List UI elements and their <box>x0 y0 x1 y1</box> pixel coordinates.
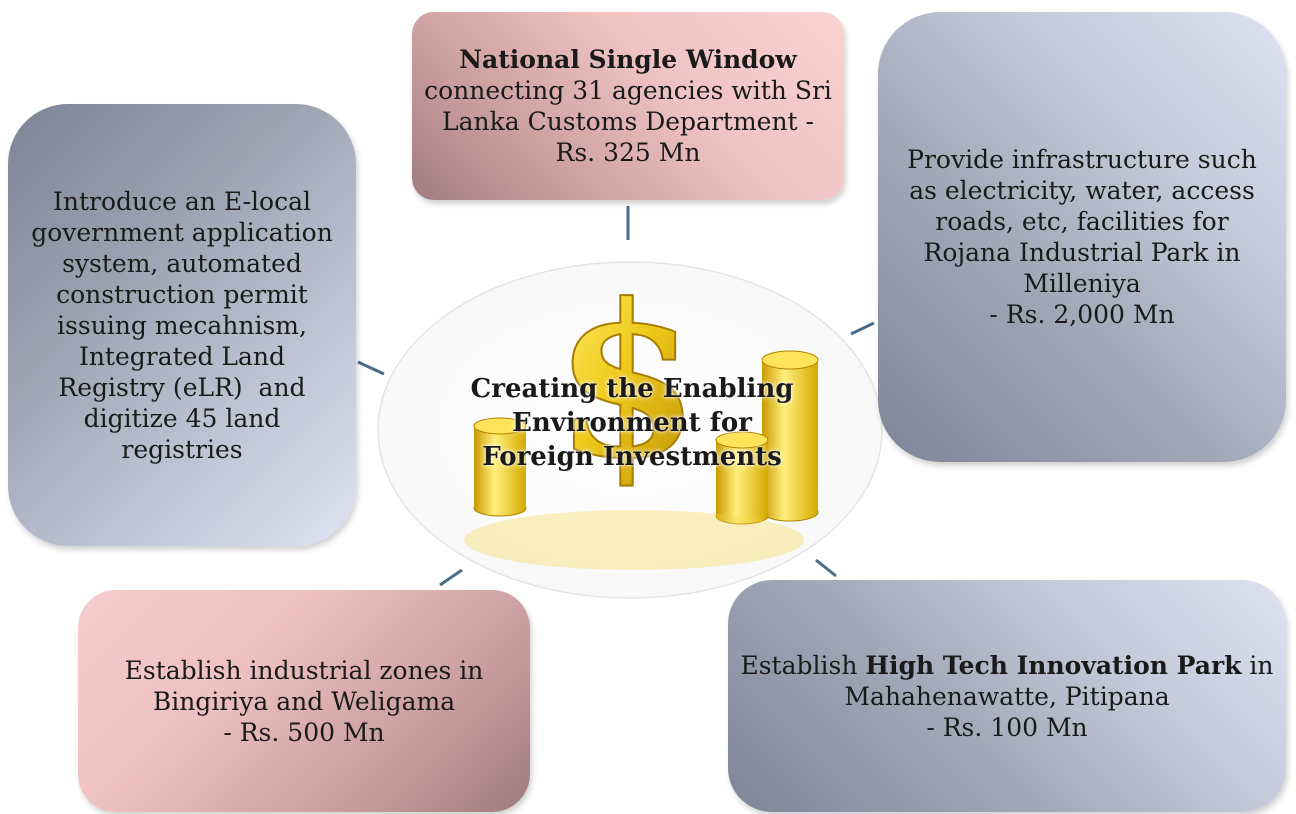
bottom-right-box-line-2: Mahahenawatte, Pitipana <box>844 681 1170 711</box>
right-coin-stack <box>715 350 819 525</box>
left-box-line-4: construction permit <box>56 279 308 309</box>
national-single-window-box: National Single Window connecting 31 age… <box>412 12 844 200</box>
left-box-line-1: Introduce an E-local <box>53 186 311 216</box>
top-box-line-3: Rs. 325 Mn <box>555 138 701 167</box>
bottom-right-prefix: Establish <box>740 650 866 680</box>
bottom-left-box-line-3: - Rs. 500 Mn <box>223 717 385 747</box>
connector-bottom-left <box>439 568 463 587</box>
bottom-left-box-line-2: Bingiriya and Weligama <box>152 686 456 716</box>
center-title-line-3: Foreign Investments <box>482 442 782 472</box>
left-coin-stack <box>473 417 527 517</box>
left-box-line-9: registries <box>121 434 243 464</box>
bottom-right-box-line-1: Establish High Tech Innovation Park in <box>740 650 1273 681</box>
top-box-line-2: Lanka Customs Department - <box>441 107 815 136</box>
top-box-title: National Single Window <box>459 45 797 74</box>
right-box-line-4: Rojana Industrial Park in <box>923 238 1241 267</box>
connector-bottom-right <box>815 558 837 578</box>
hub-reflection <box>464 510 804 570</box>
bottom-right-bold: High Tech Innovation Park <box>865 650 1242 680</box>
center-title: Creating the Enabling Environment for Fo… <box>432 372 832 474</box>
rojana-industrial-park-box: Provide infrastructure such as electrici… <box>878 12 1286 462</box>
right-box-line-5: Milleniya <box>1023 269 1141 298</box>
left-box-line-6: Integrated Land <box>78 341 286 371</box>
dollar-sign-shape: $ <box>554 258 700 505</box>
bottom-right-box-line-3: - Rs. 100 Mn <box>926 712 1088 742</box>
dollar-coins-icon: $ <box>377 257 883 599</box>
bottom-left-box-line-1: Establish industrial zones in <box>124 655 484 685</box>
left-box-line-7: Registry (eLR) and <box>58 372 306 402</box>
left-box-line-3: system, automated <box>62 248 302 278</box>
e-local-government-box: Introduce an E-local government applicat… <box>8 104 356 546</box>
left-box-line-2: government application <box>31 217 333 247</box>
connector-right <box>850 321 875 336</box>
top-box-line-1: connecting 31 agencies with Sri <box>424 76 832 105</box>
bottom-right-suffix: in <box>1241 650 1274 680</box>
industrial-zones-box: Establish industrial zones in Bingiriya … <box>78 590 530 812</box>
right-box-line-1: Provide infrastructure such <box>907 145 1257 174</box>
right-box-line-2: as electricity, water, access <box>909 176 1255 205</box>
center-title-line-1: Creating the Enabling <box>470 374 794 404</box>
right-box-line-6: - Rs. 2,000 Mn <box>989 300 1175 329</box>
left-box-line-8: digitize 45 land <box>83 403 281 433</box>
high-tech-innovation-park-box: Establish High Tech Innovation Park in M… <box>728 580 1286 812</box>
right-box-line-3: roads, etc, facilities for <box>935 207 1229 236</box>
center-title-line-2: Environment for <box>512 408 752 438</box>
left-box-line-5: issuing mecahnism, <box>57 310 307 340</box>
connector-left <box>357 360 385 376</box>
